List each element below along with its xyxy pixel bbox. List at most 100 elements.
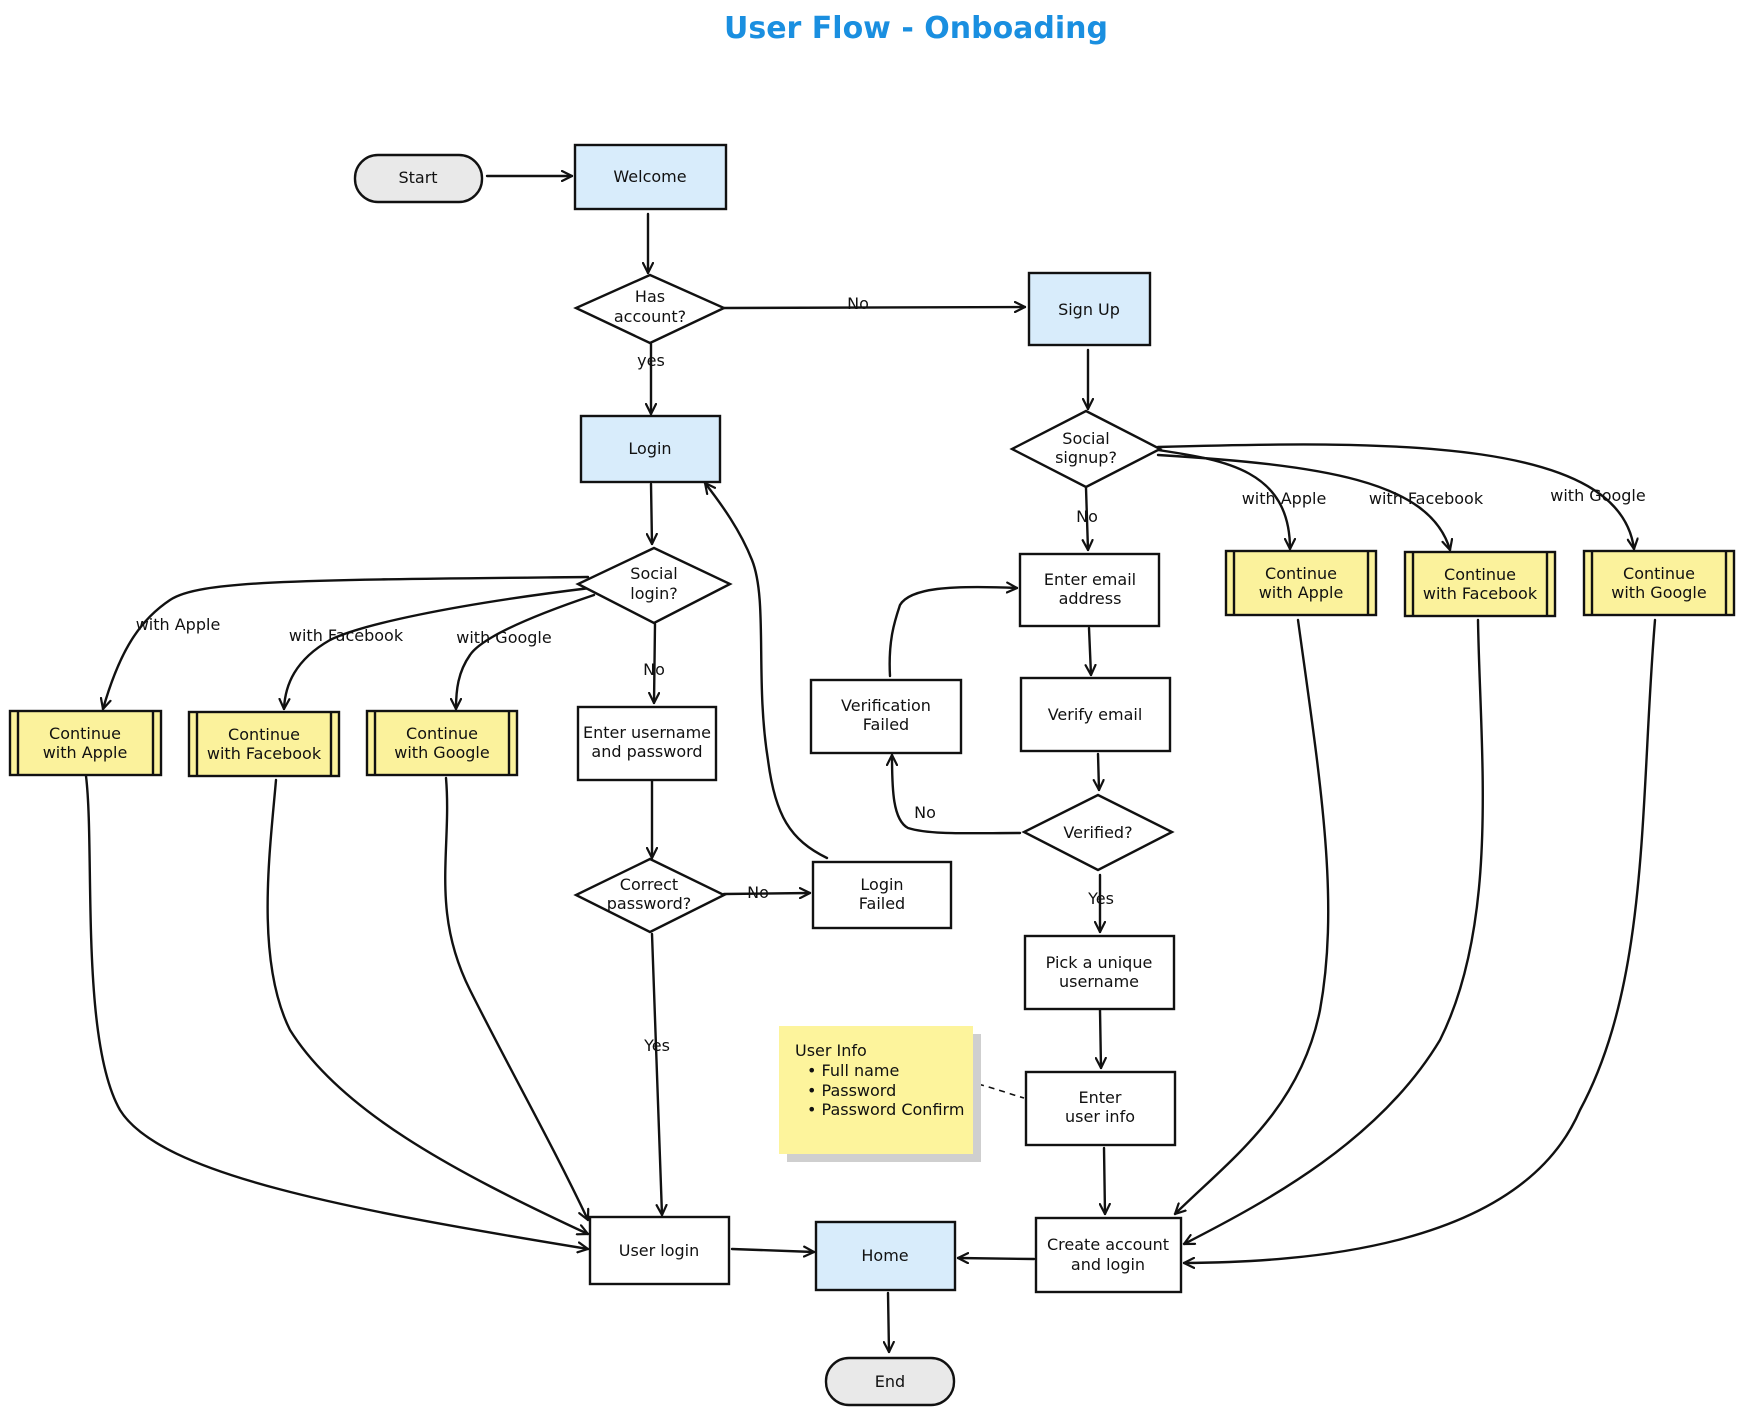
- label-social-signup-facebook: with Facebook: [1369, 489, 1484, 508]
- login-screen[interactable]: [579, 414, 722, 484]
- signup-continue-apple[interactable]: [1224, 549, 1378, 617]
- label-social-signup-no: No: [1076, 507, 1098, 526]
- pick-username-label-2: username: [1059, 972, 1139, 991]
- create-account-label: Create account: [1047, 1235, 1169, 1254]
- edge-home-end: [888, 1291, 889, 1354]
- user-login-box[interactable]: [588, 1215, 731, 1286]
- edge-verify-email-verified: [1098, 752, 1099, 792]
- social-login-label-2: login?: [630, 584, 677, 603]
- signup-label: Sign Up: [1058, 300, 1120, 319]
- verify-email-box[interactable]: [1019, 676, 1172, 753]
- welcome-screen[interactable]: [573, 143, 728, 211]
- enter-user-info-box[interactable]: [1024, 1070, 1177, 1147]
- end-terminal[interactable]: [824, 1356, 956, 1407]
- enter-email-label-2: address: [1059, 589, 1122, 608]
- edge-enter-user-info-create-account: [1104, 1146, 1105, 1216]
- edge-enter-email-verify-email: [1089, 626, 1091, 677]
- enter-username-box[interactable]: [576, 705, 718, 782]
- signup-continue-facebook[interactable]: [1403, 550, 1557, 618]
- edge-social-signup-apple: [1156, 448, 1290, 551]
- enter-username-label: Enter username: [583, 723, 711, 742]
- start-terminal[interactable]: [353, 153, 484, 204]
- enter-email-box[interactable]: [1018, 552, 1161, 628]
- verified-decision[interactable]: [1021, 793, 1175, 872]
- edge-social-signup-facebook: [1156, 453, 1450, 552]
- verification-failed-label: Verification: [841, 696, 931, 715]
- edge-verified-verification-failed: [892, 753, 1022, 835]
- edge-labels: No yes No with Apple with Facebook with …: [136, 294, 1646, 1055]
- edge-pick-username-enter-user-info: [1100, 1008, 1101, 1070]
- login-continue-facebook-label-2: with Facebook: [207, 744, 322, 763]
- login-failed-label-2: Failed: [859, 894, 905, 913]
- signup-screen[interactable]: [1027, 271, 1152, 347]
- verify-email-label: Verify email: [1048, 705, 1143, 724]
- login-continue-facebook[interactable]: [187, 710, 341, 778]
- has-account-decision[interactable]: [573, 273, 727, 345]
- signup-continue-apple-label: Continue: [1265, 564, 1337, 583]
- correct-password-label: Correct: [620, 875, 678, 894]
- login-failed-box[interactable]: [811, 860, 953, 930]
- social-login-label: Social: [630, 564, 677, 583]
- signup-continue-google-label: Continue: [1623, 564, 1695, 583]
- user-info-note-paper: [779, 1026, 973, 1154]
- signup-continue-facebook-label-2: with Facebook: [1423, 584, 1538, 603]
- create-account-box[interactable]: [1034, 1216, 1183, 1294]
- nodes: Start End Welcome Sign Up Login Home Has…: [8, 143, 1736, 1407]
- verification-failed-label-2: Failed: [863, 715, 909, 734]
- label-social-signup-apple: with Apple: [1242, 489, 1327, 508]
- user-info-note-item: • Full name: [807, 1061, 899, 1080]
- edge-su-facebook-create-account: [1182, 618, 1484, 1246]
- login-continue-google-label: Continue: [406, 724, 478, 743]
- start-label: Start: [398, 168, 437, 187]
- verification-failed-box[interactable]: [809, 678, 963, 755]
- login-failed-label: Login: [860, 875, 903, 894]
- social-signup-label-2: signup?: [1055, 448, 1117, 467]
- home-screen[interactable]: [814, 1220, 957, 1292]
- edge-social-login-enter-username: [654, 622, 655, 705]
- edge-li-apple-user-login: [84, 774, 590, 1249]
- login-continue-google[interactable]: [365, 709, 519, 777]
- login-continue-apple-label-2: with Apple: [43, 743, 128, 762]
- edge-correct-password-user-login: [650, 932, 662, 1217]
- correct-password-decision[interactable]: [573, 857, 727, 934]
- create-account-label-2: and login: [1071, 1255, 1145, 1274]
- label-social-login-google: with Google: [456, 628, 551, 647]
- enter-user-info-label: Enter: [1079, 1088, 1122, 1107]
- label-social-login-no: No: [643, 660, 665, 679]
- edge-li-facebook-user-login: [266, 778, 590, 1234]
- social-signup-decision[interactable]: [1009, 409, 1163, 489]
- social-signup-label: Social: [1062, 429, 1109, 448]
- label-social-login-apple: with Apple: [136, 615, 221, 634]
- login-continue-facebook-label: Continue: [228, 725, 300, 744]
- edge-user-login-home: [730, 1249, 816, 1252]
- signup-continue-google[interactable]: [1582, 549, 1736, 617]
- label-has-account-yes: yes: [637, 351, 665, 370]
- enter-username-label-2: and password: [591, 742, 702, 761]
- edge-social-signup-enter-email: [1086, 486, 1088, 552]
- pick-username-box[interactable]: [1023, 934, 1176, 1011]
- welcome-label: Welcome: [613, 167, 686, 186]
- login-continue-apple[interactable]: [8, 709, 163, 777]
- has-account-label: Has: [635, 287, 665, 306]
- user-login-label: User login: [619, 1241, 700, 1260]
- label-verified-yes: Yes: [1087, 889, 1114, 908]
- signup-continue-google-label-2: with Google: [1611, 583, 1706, 602]
- has-account-label-2: account?: [614, 307, 686, 326]
- pick-username-label: Pick a unique: [1046, 953, 1153, 972]
- signup-continue-facebook-label: Continue: [1444, 565, 1516, 584]
- edges: [84, 176, 1657, 1354]
- edge-li-google-user-login: [444, 776, 588, 1222]
- label-password-no: No: [747, 883, 769, 902]
- diagram-title: User Flow - Onboading: [724, 11, 1108, 46]
- end-label: End: [875, 1372, 905, 1391]
- edge-social-signup-google: [1156, 443, 1634, 551]
- correct-password-label-2: password?: [607, 894, 691, 913]
- label-social-signup-google: with Google: [1550, 486, 1645, 505]
- user-info-note-heading: User Info: [795, 1041, 867, 1060]
- social-login-decision[interactable]: [575, 546, 733, 625]
- user-info-note-item: • Password Confirm: [807, 1100, 964, 1119]
- edge-verification-failed-enter-email: [888, 587, 1019, 678]
- home-label: Home: [861, 1246, 908, 1265]
